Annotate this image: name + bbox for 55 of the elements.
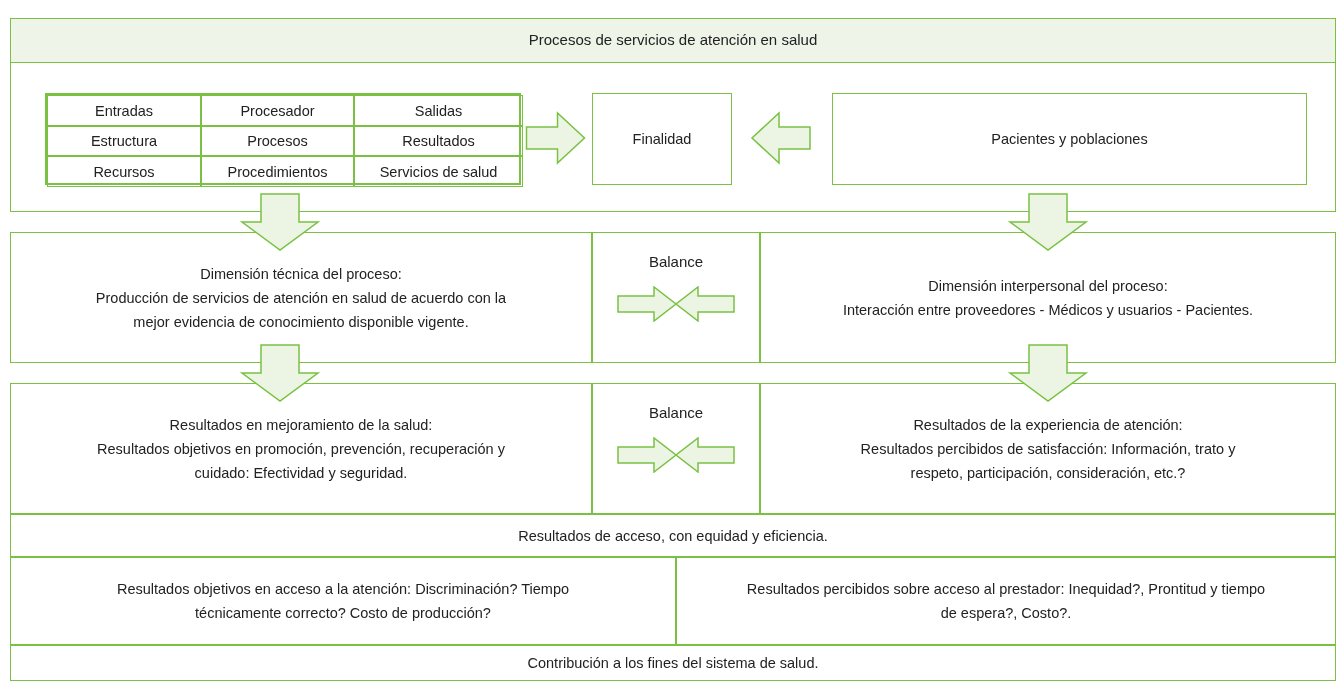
box-heading: Dimensión interpersonal del proceso:: [928, 276, 1168, 296]
box-text: Resultados percibidos sobre acceso al prestador: Inequidad?, Prontitud y tiempo de espera?, Costo?.: [746, 580, 1266, 623]
box-text: Producción de servicios de atención en salud de acuerdo con la mejor evidencia de conocimiento disponible vigente.: [94, 288, 508, 332]
text-box: [10, 514, 1336, 557]
table-cell: [201, 156, 354, 187]
box-heading: Dimensión técnica del proceso:: [200, 264, 402, 284]
table-cell: [47, 126, 201, 156]
box-text: Servicios de salud: [379, 162, 498, 182]
block-arrow: [750, 111, 811, 165]
box-text: Resultados: [402, 132, 475, 151]
block-arrow: [239, 344, 321, 402]
box-text: Procesador: [240, 101, 315, 121]
box-text: Salidas: [414, 101, 463, 121]
box-heading: Resultados de la experiencia de atención:: [913, 415, 1183, 435]
box-label: Balance: [648, 252, 704, 272]
block-arrow: [239, 193, 321, 251]
section-heading: Procesos de servicios de atención en salud: [528, 30, 818, 51]
box-text: Procedimientos: [227, 162, 328, 182]
box-text: Estructura: [90, 132, 158, 151]
text-box: [10, 383, 592, 514]
text-box: [832, 93, 1307, 185]
text-box: [592, 93, 732, 185]
table-cell: [201, 95, 354, 126]
process-frame: [10, 18, 1336, 212]
text-box: [10, 232, 592, 363]
table-cell: [354, 95, 523, 126]
balance-box: [592, 232, 760, 363]
box-text: Recursos: [93, 162, 155, 182]
text-box: [10, 557, 676, 645]
box-text: Resultados percibidos de satisfacción: Información, trato y respeto, participación, consideración, etc.?: [859, 439, 1237, 483]
text-box: [760, 232, 1336, 363]
block-arrow: [1007, 344, 1089, 402]
box-text: Pacientes y poblaciones: [991, 130, 1148, 149]
box-label: Balance: [648, 403, 704, 423]
table-cell: [354, 156, 523, 187]
box-text: Resultados objetivos en promoción, prevención, recuperación y cuidado: Efectividad y seguridad.: [96, 439, 506, 483]
block-arrow: [525, 111, 586, 165]
box-text: Resultados de acceso, con equidad y eficiencia.: [518, 526, 828, 546]
table-cell: [47, 95, 201, 126]
text-box: [10, 645, 1336, 681]
box-text: Interacción entre proveedores - Médicos y usuarios - Pacientes.: [842, 300, 1254, 320]
process-table: [45, 93, 521, 185]
box-text: Finalidad: [632, 130, 692, 149]
table-cell: [201, 126, 354, 156]
box-text: Procesos: [247, 132, 308, 151]
block-arrow: [1007, 193, 1089, 251]
balance-box: [592, 383, 760, 514]
table-cell: [354, 126, 523, 156]
table-cell: [47, 156, 201, 187]
box-text: Resultados objetivos en acceso a la atención: Discriminación? Tiempo técnicamente correcto? Costo de producción?: [115, 580, 571, 623]
box-text: Entradas: [94, 101, 153, 121]
text-box: [676, 557, 1336, 645]
box-heading: Resultados en mejoramiento de la salud:: [169, 415, 433, 435]
box-text: Contribución a los fines del sistema de salud.: [527, 654, 819, 673]
text-box: [760, 383, 1336, 514]
